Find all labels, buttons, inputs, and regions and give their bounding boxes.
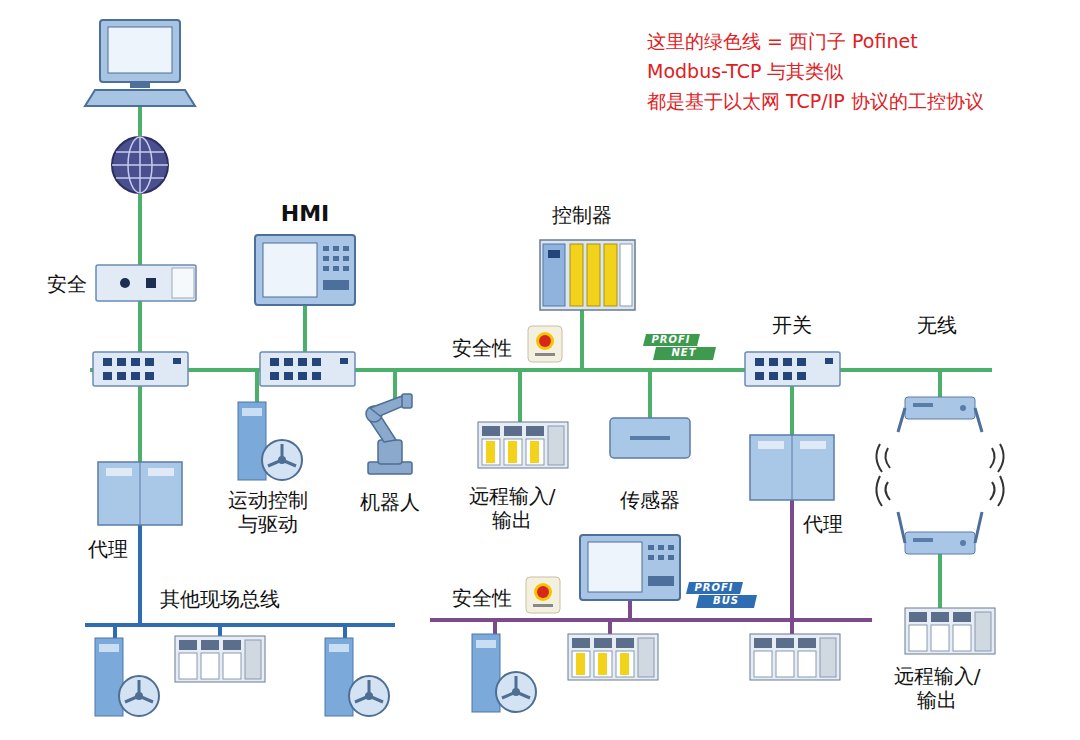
device-label: 安全性 (452, 586, 512, 610)
device-label: 远程输入/ 输出 (462, 484, 562, 532)
device-label: 运动控制 与驱动 (222, 488, 314, 536)
hmi-panel (255, 235, 355, 305)
note-text: 这里的绿色线 = 西门子 Pofinet (647, 30, 918, 53)
remote-io (478, 422, 568, 468)
drive-motor (325, 638, 389, 716)
device-label: 无线 (917, 313, 957, 337)
proxy-gateway (98, 462, 182, 525)
switch (745, 352, 840, 386)
device-label: 机器人 (360, 490, 420, 514)
device-label: 控制器 (552, 203, 612, 227)
remote-io (568, 634, 658, 680)
remote-io (175, 636, 265, 682)
device-label: 安全性 (452, 336, 512, 360)
profibus-logo (686, 582, 757, 608)
device-label: 开关 (772, 313, 812, 337)
logo-text: NET (671, 347, 696, 359)
remote-io (750, 634, 840, 680)
device-label: 传感器 (620, 488, 680, 512)
switch (260, 352, 355, 386)
safety-estop (526, 577, 560, 613)
device-label: HMI (281, 201, 330, 227)
device-label: 其他现场总线 (160, 587, 280, 611)
device-label: 安全 (47, 272, 87, 296)
switch (93, 352, 188, 386)
plc-controller (540, 240, 635, 310)
computer-icon (85, 20, 195, 106)
fieldbus-lines (85, 525, 395, 640)
proxy-gateway (750, 435, 834, 500)
security-appliance (96, 265, 196, 301)
robot-arm (366, 394, 412, 474)
hmi-panel (580, 535, 680, 600)
device-label: 代理 (803, 512, 843, 536)
logo-text: PROFI (651, 334, 690, 346)
device-label: 代理 (88, 537, 128, 561)
profinet-lines (90, 100, 992, 608)
device-label: 远程输入/ 输出 (887, 664, 987, 712)
logo-text: PROFI (694, 582, 733, 594)
logo-text: BUS (713, 595, 739, 607)
safety-estop (528, 326, 562, 362)
note-text: 都是基于以太网 TCP/IP 协议的工控协议 (647, 90, 984, 113)
remote-io (905, 608, 995, 654)
drive-motor (238, 402, 302, 480)
drive-motor (95, 638, 159, 716)
note-text: Modbus-TCP 与其类似 (647, 60, 843, 83)
wireless-access-points (876, 397, 1003, 554)
profinet-logo (643, 334, 716, 360)
drive-motor (472, 634, 536, 712)
internet-globe (112, 137, 168, 193)
sensor-box (610, 418, 690, 458)
